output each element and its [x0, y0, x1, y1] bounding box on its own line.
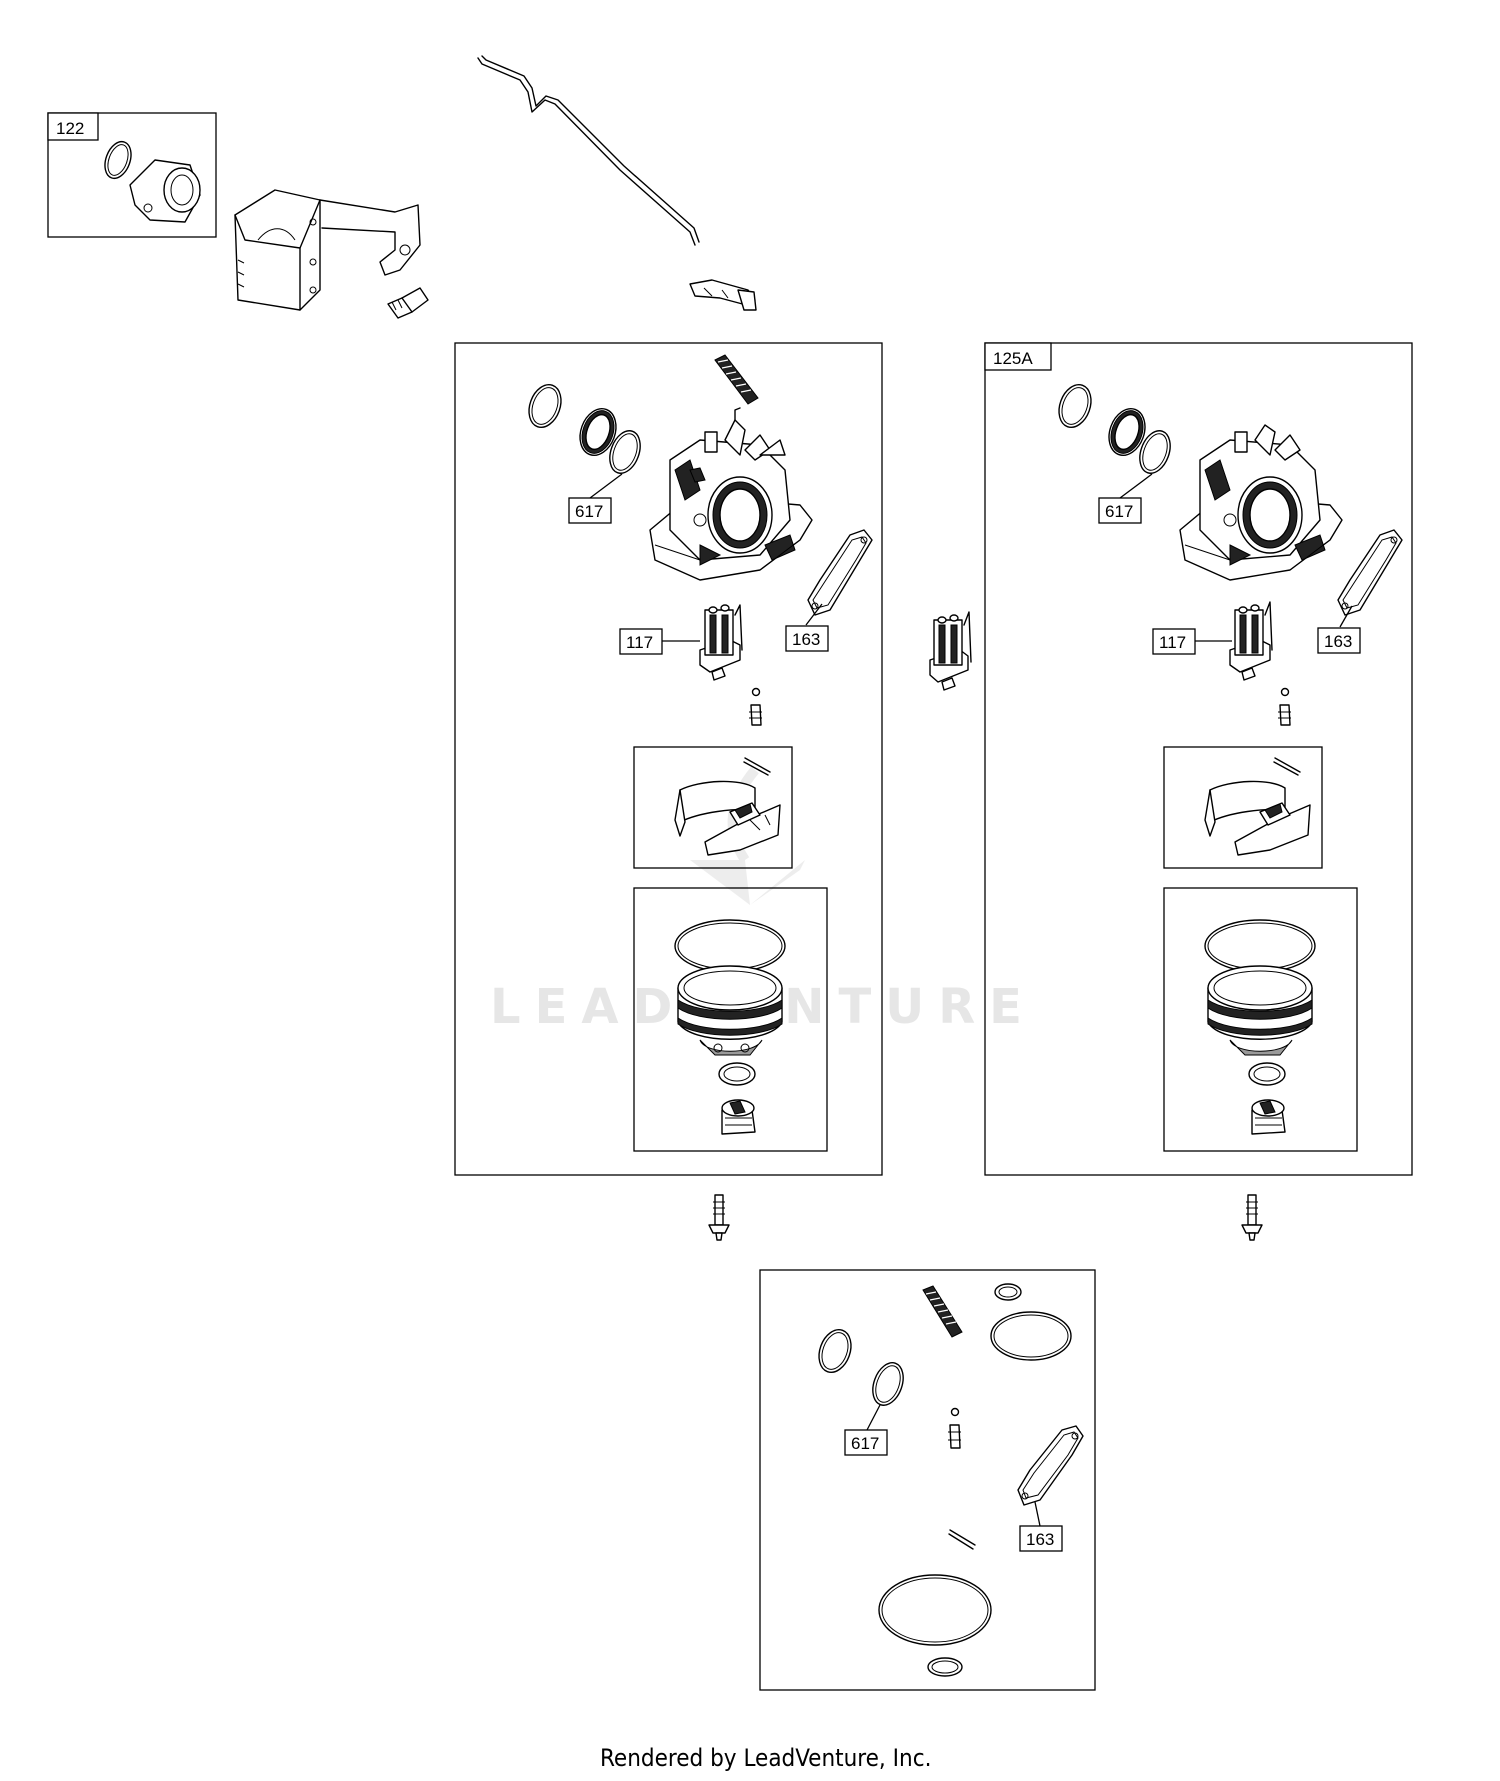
c1-163-label[interactable]: 163: [792, 630, 820, 649]
c2-163-label[interactable]: 163: [1324, 632, 1352, 651]
intake-elbow: [129, 159, 201, 223]
kit-122-label-box: [47, 112, 99, 141]
c2-163-leader: [1339, 605, 1353, 628]
o-ring: [104, 140, 132, 180]
k-bowl-gasket: [878, 1574, 992, 1646]
c2-bowl-kit: [1163, 887, 1358, 1152]
k-o-ring-617: [872, 1362, 904, 1406]
c2-617-label[interactable]: 617: [1105, 502, 1133, 521]
overhaul-kit[interactable]: 617 163: [759, 1269, 1096, 1691]
carburetor-assembly-125a[interactable]: 125A: [984, 342, 1413, 1176]
screw-left: [708, 1194, 730, 1241]
kit-122-box: [47, 112, 217, 238]
c1-float-kit: [633, 746, 793, 869]
c2-float-kit: [1163, 746, 1323, 869]
k-o-ring-1: [818, 1328, 852, 1374]
c1-617-label[interactable]: 617: [575, 502, 603, 521]
c2-jet: [1278, 687, 1291, 726]
fuel-solenoid-standalone: [929, 611, 972, 691]
c1-163-leader: [805, 603, 823, 626]
kit-122[interactable]: 122: [47, 112, 217, 238]
c1-bowl-kit: [633, 887, 828, 1152]
k-163-label[interactable]: 163: [1026, 1530, 1054, 1549]
c2-117-label[interactable]: 117: [1159, 633, 1186, 652]
c2-gasket: [1337, 529, 1403, 616]
c1-117-label[interactable]: 117: [626, 633, 653, 652]
k-gasket-163: [1017, 1425, 1084, 1506]
bolt: [387, 287, 429, 319]
mounting-bracket: [234, 189, 421, 311]
c2-617-leader: [1119, 473, 1153, 499]
c1-o-rings: [528, 383, 641, 474]
c1-carburetor-body: [649, 407, 813, 581]
k-drain-washer: [927, 1657, 963, 1677]
kit-125a-label[interactable]: 125A: [993, 349, 1033, 368]
c1-gasket: [807, 529, 873, 616]
carburetor-assembly-1[interactable]: 617 117 163: [454, 342, 883, 1176]
footer-credit: Rendered by LeadVenture, Inc.: [600, 1744, 931, 1772]
c1-fuel-solenoid: [699, 604, 743, 681]
c1-jet: [749, 687, 762, 726]
c2-carburetor-body: [1179, 424, 1343, 581]
c1-spring: [714, 354, 759, 405]
governor-link: [477, 55, 700, 246]
c1-617-leader: [589, 473, 623, 499]
c2-fuel-solenoid: [1229, 601, 1273, 681]
k-bowl-gasket-top: [990, 1311, 1072, 1361]
carburetor-assembly-125a-box: [984, 342, 1413, 1176]
k-617-label[interactable]: 617: [851, 1434, 879, 1453]
c2-o-rings: [1058, 383, 1171, 474]
kit-122-label[interactable]: 122: [56, 119, 84, 138]
screw-right: [1241, 1194, 1263, 1241]
carburetor-assembly-1-box: [454, 342, 883, 1176]
linkage-clip: [689, 279, 757, 311]
k-jet: [948, 1407, 961, 1449]
k-small-ring: [994, 1283, 1022, 1301]
k-163-leader: [1034, 1501, 1041, 1527]
overhaul-kit-box: [759, 1269, 1096, 1691]
k-617-leader: [866, 1404, 881, 1431]
k-spring: [922, 1285, 963, 1338]
k-pin: [948, 1529, 976, 1550]
